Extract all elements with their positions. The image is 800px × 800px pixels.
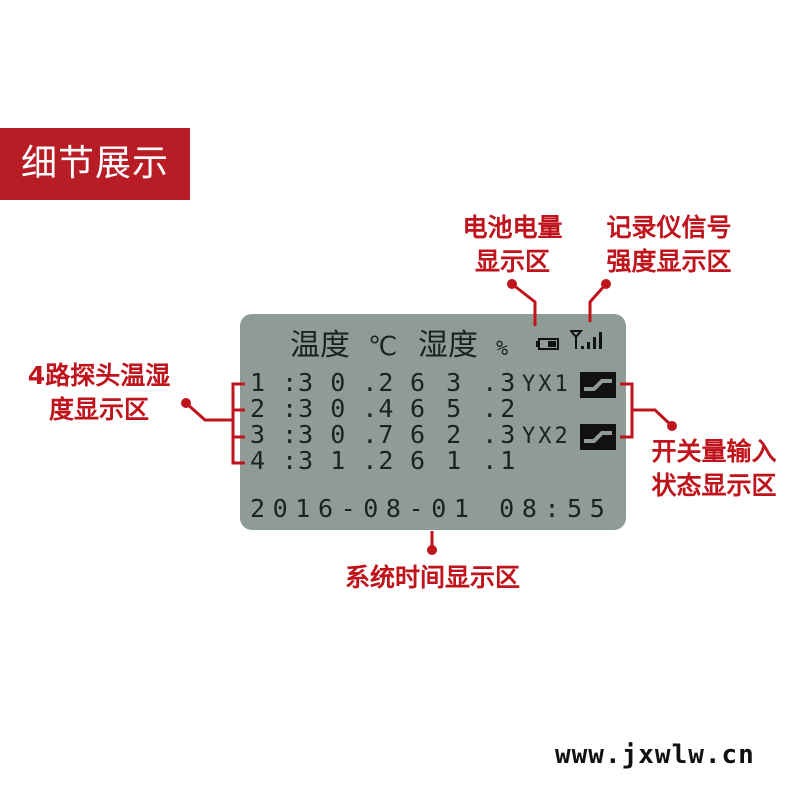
temp-header: 温度 ℃ [290,328,397,365]
signal-callout-line1: 记录仪信号 [606,213,732,242]
time-callout: 系统时间显示区 [344,563,520,592]
hum-header-label: 湿度 [418,328,478,363]
temp-header-label: 温度 [290,328,350,363]
probe-4-hum: 6 1 .1 [410,446,519,475]
hum-header: 湿度 % [418,328,508,366]
section-title-banner: 细节展示 [0,128,190,200]
battery-callout-line1: 电池电量 [462,213,563,242]
switch-1-label: YX1 [522,372,571,397]
probe-2-temp: 2 :3 0 .4 [250,394,395,423]
watermark: www.jxwlw.cn [555,740,755,770]
probes-callout-line2: 度显示区 [48,395,149,424]
switch-callout-line2: 状态显示区 [651,471,777,500]
switch-2-label: YX2 [522,424,571,449]
lcd-screen: 温度 ℃ 湿度 % 1 :3 0 .2 6 3 .3 2 :3 0 .4 6 5… [240,314,626,530]
signal-callout: 记录仪信号 强度显示区 [595,211,743,279]
switch-1-state-icon [580,372,616,398]
celsius-unit: ℃ [368,332,398,362]
probe-1-temp: 1 :3 0 .2 [250,368,395,397]
probe-3-temp: 3 :3 0 .7 [250,420,395,449]
system-datetime: 2016-08-01 08:55 [250,494,613,523]
probe-1-hum: 6 3 .3 [410,368,519,397]
battery-callout-line2: 显示区 [474,247,550,276]
signal-callout-line2: 强度显示区 [606,247,732,276]
battery-icon [536,336,560,355]
probe-4-temp: 4 :3 1 .2 [250,446,395,475]
probe-3-hum: 6 2 .3 [410,420,519,449]
probes-callout: 4路探头温湿 度显示区 [18,359,180,427]
switch-callout: 开关量输入 状态显示区 [640,435,788,503]
battery-callout: 电池电量 显示区 [450,211,575,279]
probe-2-hum: 6 5 .2 [410,394,519,423]
percent-unit: % [496,336,509,360]
switch-2-state-icon [580,424,616,450]
switch-callout-line1: 开关量输入 [651,437,777,466]
probes-callout-line1: 4路探头温湿 [27,361,171,390]
signal-icon [568,328,608,354]
